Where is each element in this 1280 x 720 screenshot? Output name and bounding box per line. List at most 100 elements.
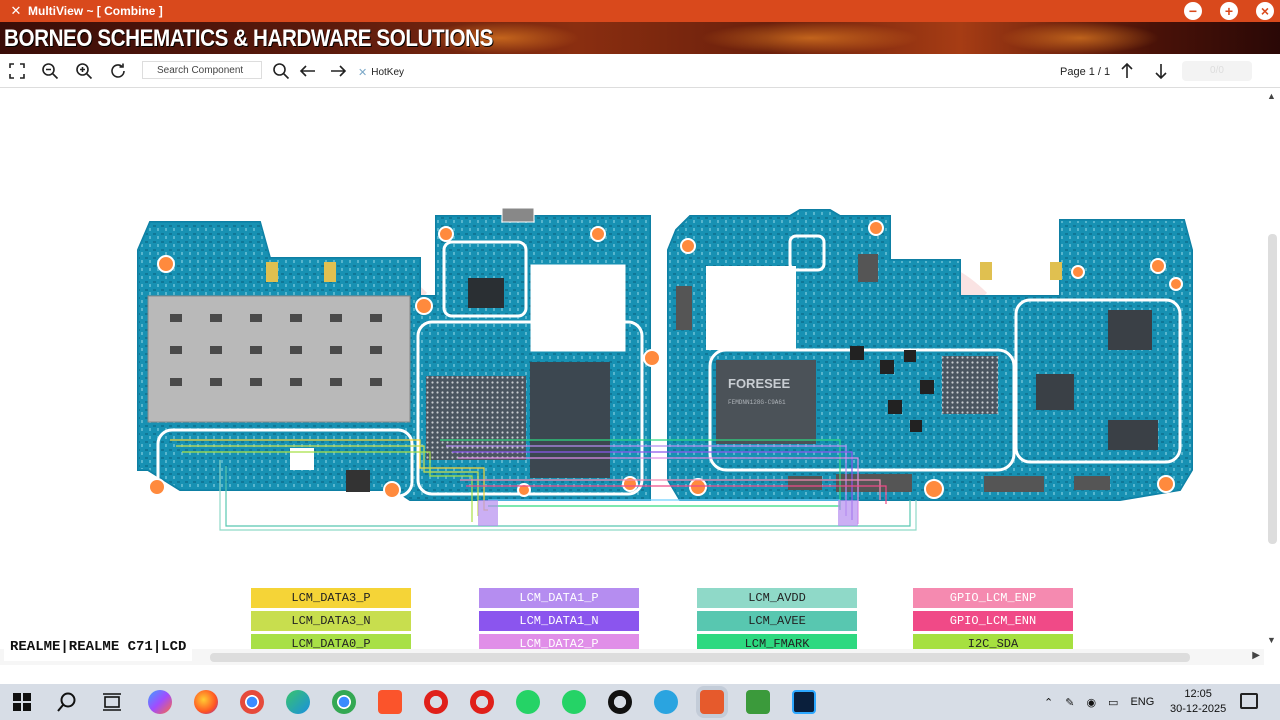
refresh-icon <box>111 63 125 78</box>
lcd-signal-traces <box>170 439 917 531</box>
clock-time: 12:05 <box>1184 688 1212 700</box>
minimize-button[interactable]: − <box>1184 2 1202 20</box>
page-indicator: Page 1 / 1 <box>1060 66 1111 78</box>
page-up-button[interactable] <box>1117 61 1137 81</box>
edge-icon[interactable] <box>286 690 310 714</box>
opera-icon[interactable] <box>424 690 448 714</box>
emmc-part-number: FEMDNN128G-C9A61 <box>728 399 786 406</box>
windows-start-icon[interactable] <box>13 693 31 711</box>
right-board: FORESEE FEMDNN128G-C9A61 <box>667 209 1193 501</box>
arrow-up-icon <box>1121 62 1133 78</box>
signal-label[interactable]: LCM_DATA1_P <box>479 588 639 608</box>
windows-taskbar: ⌃ ✎ ◉ ▭ ENG 12:05 30-12-2025 <box>0 684 1280 720</box>
telegram-icon[interactable] <box>654 690 678 714</box>
whatsapp-icon[interactable] <box>516 690 540 714</box>
horizontal-scrollbar[interactable]: ▶ <box>0 649 1264 665</box>
signal-label[interactable]: GPIO_LCM_ENP <box>913 588 1073 608</box>
fit-screen-button[interactable] <box>7 61 27 81</box>
signal-label[interactable]: LCM_DATA0_P <box>251 634 411 649</box>
chrome-icon[interactable] <box>240 690 264 714</box>
chatgpt-icon[interactable] <box>608 690 632 714</box>
signal-label[interactable]: LCM_AVEE <box>697 611 857 631</box>
system-tray: ⌃ ✎ ◉ ▭ ENG <box>1044 684 1154 720</box>
signal-label-text: I2C_SDA <box>967 637 1019 649</box>
arrow-left-icon <box>299 65 315 77</box>
zoom-out-button[interactable] <box>40 61 60 81</box>
next-result-button[interactable] <box>328 61 348 81</box>
clock[interactable]: 12:05 30-12-2025 <box>1170 687 1226 717</box>
app-tools-icon: ✕ <box>10 3 22 18</box>
arrow-down-icon <box>1155 64 1167 80</box>
signal-label[interactable]: GPIO_LCM_ENN <box>913 611 1073 631</box>
taskbar-search-icon[interactable] <box>56 691 78 713</box>
search-button[interactable] <box>271 61 291 81</box>
network-icon[interactable]: ◉ <box>1086 696 1097 709</box>
firefox-icon[interactable] <box>194 690 218 714</box>
page-down-button[interactable] <box>1151 61 1171 81</box>
pcb-board-view: FORESEE FEMDNN128G-C9A61 <box>137 207 1193 531</box>
zoom-out-icon <box>42 63 59 80</box>
model-label: REALME|REALME C71|LCD <box>4 635 193 661</box>
whatsapp-business-icon[interactable] <box>562 690 586 714</box>
signal-label-text: LCM_FMARK <box>744 637 810 649</box>
signal-label-text: GPIO_LCM_ENP <box>949 591 1037 605</box>
refresh-button[interactable] <box>108 61 128 81</box>
hotkey-toggle[interactable]: ✕ HotKey <box>358 66 404 79</box>
copilot-icon[interactable] <box>148 690 172 714</box>
signal-label-text: LCM_DATA2_P <box>519 637 599 649</box>
clock-date: 30-12-2025 <box>1170 703 1227 715</box>
brand-banner: BORNEO SCHEMATICS & HARDWARE SOLUTIONS <box>0 22 1280 54</box>
signal-label[interactable]: LCM_DATA1_N <box>479 611 639 631</box>
photoshop-icon[interactable] <box>792 690 816 714</box>
signal-label[interactable]: I2C_SDA <box>913 634 1073 649</box>
signal-label[interactable]: LCM_DATA3_P <box>251 588 411 608</box>
board-viewer-canvas[interactable]: FORESEE FEMDNN128G-C9A61 <box>0 89 1264 649</box>
task-view-icon[interactable] <box>102 693 122 711</box>
hotkey-label: HotKey <box>371 67 405 78</box>
emmc-marking: FORESEE <box>728 376 790 391</box>
vertical-scroll-thumb[interactable] <box>1268 234 1277 544</box>
close-button[interactable]: × <box>1256 2 1274 20</box>
notification-icon[interactable] <box>1240 693 1258 709</box>
brave-icon[interactable] <box>378 690 402 714</box>
chrome-profile-icon[interactable] <box>332 690 356 714</box>
zoom-in-button[interactable] <box>74 61 94 81</box>
fullscreen-icon <box>9 63 25 79</box>
signal-label-text: LCM_DATA1_P <box>519 591 599 605</box>
scroll-down-icon[interactable]: ▼ <box>1267 635 1276 645</box>
previous-result-button[interactable] <box>298 61 318 81</box>
arrow-right-icon <box>331 65 347 77</box>
signal-label-text: LCM_DATA0_P <box>291 637 371 649</box>
chevron-up-icon[interactable]: ⌃ <box>1044 696 1054 709</box>
pen-icon[interactable]: ✎ <box>1065 696 1075 709</box>
signal-label-text: GPIO_LCM_ENN <box>949 614 1037 628</box>
window-title: MultiView ~ [ Combine ] <box>28 4 163 18</box>
display-icon[interactable]: ▭ <box>1108 696 1119 709</box>
zoom-in-icon <box>76 63 93 80</box>
scroll-right-icon[interactable]: ▶ <box>1252 650 1260 661</box>
search-icon <box>273 63 290 80</box>
page-number-input[interactable]: 0/0 <box>1182 61 1252 81</box>
signal-label-text: LCM_DATA1_N <box>519 614 599 628</box>
banner-title: BORNEO SCHEMATICS & HARDWARE SOLUTIONS <box>4 25 493 52</box>
notepad-icon[interactable] <box>746 690 770 714</box>
scroll-up-icon[interactable]: ▲ <box>1267 91 1276 101</box>
signal-label-text: LCM_AVDD <box>748 591 806 605</box>
horizontal-scroll-thumb[interactable] <box>210 653 1190 662</box>
toolbar: ✕ HotKey Page 1 / 1 0/0 <box>0 54 1280 88</box>
signal-label-text: LCM_AVEE <box>748 614 806 628</box>
multiview-app-icon[interactable] <box>700 690 724 714</box>
signal-label[interactable]: LCM_DATA3_N <box>251 611 411 631</box>
hotkey-x-icon: ✕ <box>358 67 368 79</box>
vertical-scrollbar[interactable]: ▲ ▼ <box>1264 89 1280 649</box>
search-component-input[interactable] <box>142 61 262 79</box>
opera-gx-icon[interactable] <box>470 690 494 714</box>
signal-label[interactable]: LCM_AVDD <box>697 588 857 608</box>
language-indicator[interactable]: ENG <box>1130 696 1155 708</box>
signal-label-text: LCM_DATA3_N <box>291 614 371 628</box>
signal-label-text: LCM_DATA3_P <box>291 591 371 605</box>
signal-label[interactable]: LCM_DATA2_P <box>479 634 639 649</box>
maximize-button[interactable]: + <box>1220 2 1238 20</box>
title-bar: ✕ MultiView ~ [ Combine ] − + × <box>0 0 1280 22</box>
signal-label[interactable]: LCM_FMARK <box>697 634 857 649</box>
